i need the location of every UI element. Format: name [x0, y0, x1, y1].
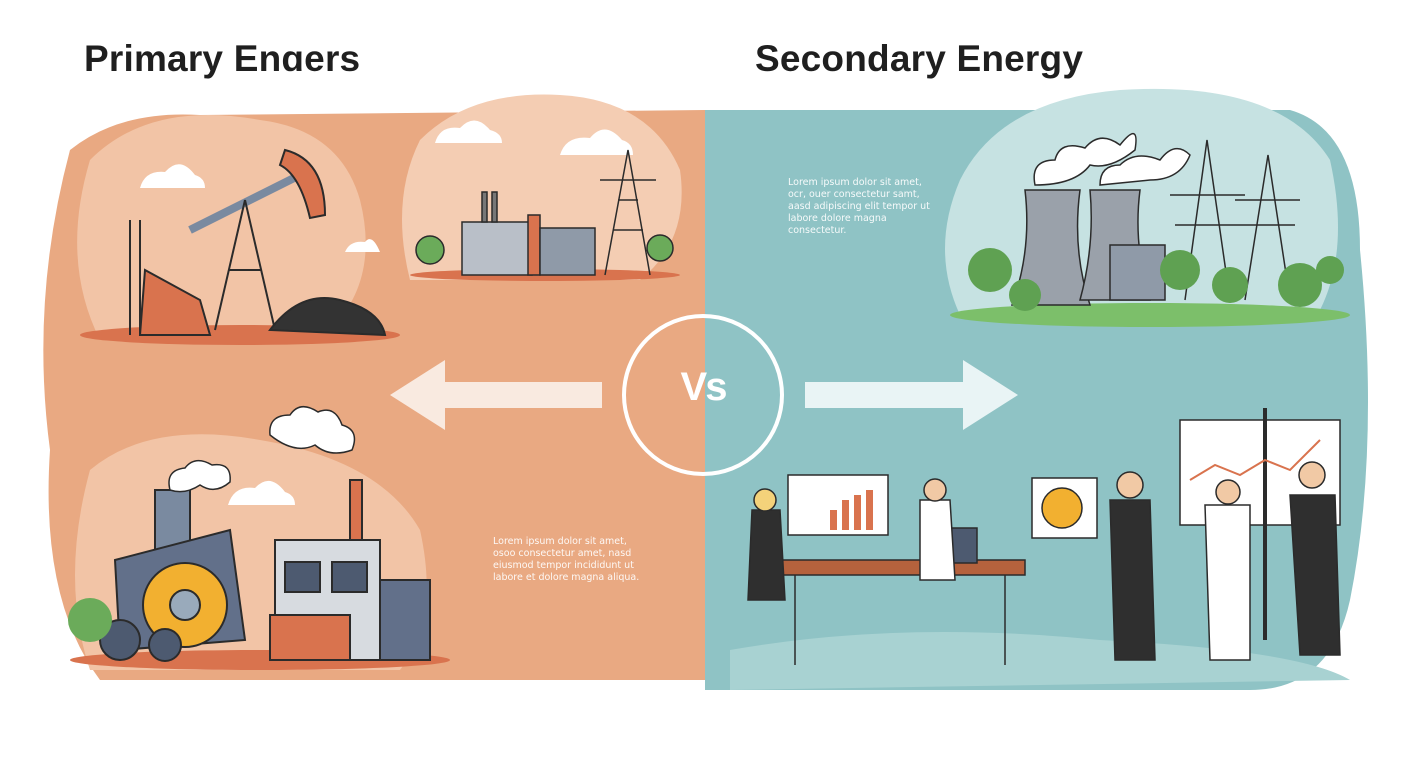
industrial-machinery-illustration [68, 479, 450, 670]
power-plant-illustration [950, 133, 1350, 327]
arrow-left-icon [390, 360, 602, 430]
primary-description-text: Lorem ipsum dolor sit amet, osoo consect… [493, 536, 640, 583]
person [747, 461, 1341, 661]
factory-powerline-illustration [410, 149, 680, 281]
arrow-right-icon [805, 360, 1018, 430]
smoke-clouds [168, 406, 356, 493]
secondary-description-text: Lorem ipsum dolor sit amet, ocr, ouer co… [788, 177, 930, 236]
primary-energy-title: Primary Enɑers [84, 38, 361, 79]
cloud-icons [140, 120, 633, 505]
oil-pumpjack-illustration [80, 148, 400, 345]
secondary-energy-title: Secondary Energy [755, 38, 1084, 79]
vs-circle [622, 314, 784, 476]
vs-label: Vs [680, 365, 728, 409]
office-team-illustration [747, 408, 1341, 665]
